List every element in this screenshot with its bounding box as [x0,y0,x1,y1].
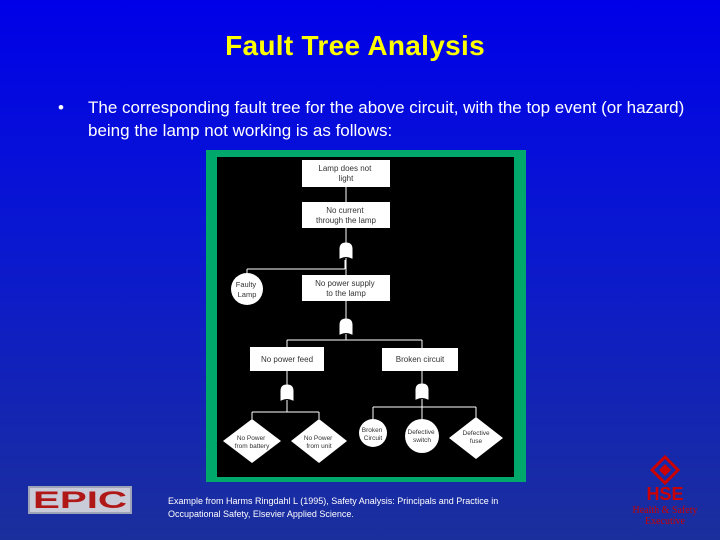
no-current-box [302,202,390,228]
bullet-marker: • [58,98,64,117]
no-power-unit-label: No Power from unit [304,435,334,450]
top-event-box [302,160,390,187]
basic-event-circles [231,273,439,453]
or-gate-4 [415,383,429,400]
faulty-lamp-label: Faulty Lamp [236,280,259,299]
epic-logo: EPIC [28,486,132,514]
fault-tree-diagram: Lamp does not light No current through t… [223,160,503,463]
no-power-feed-label: No power feed [261,355,313,364]
broken-circuit-circle [359,419,387,447]
or-gate-1 [339,242,353,259]
no-power-unit-diamond [291,419,347,463]
defective-fuse-diamond [449,417,503,459]
broken-circuit-event-box [382,348,458,371]
slide-title: Fault Tree Analysis [225,30,485,61]
broken-circuit-basic-label: Broken Circuit [362,427,384,442]
defective-fuse-label: Defective fuse [463,430,492,445]
event-boxes [250,160,458,371]
no-power-battery-label: No Power from battery [235,435,270,450]
or-gate-2 [339,318,353,335]
source-caption: Example from Harms Ringdahl L (1995), Sa… [168,495,588,521]
hse-logo-text: HSE [646,484,684,504]
tree-connectors [246,187,477,419]
undeveloped-event-diamonds [223,417,503,463]
hse-logo-subtitle: Health & Safety Executive [632,505,698,527]
defective-switch-label: Defective switch [408,429,437,444]
or-gate-3 [280,384,294,401]
bullet-text: The corresponding fault tree for the abo… [88,98,685,140]
top-event-label: Lamp does not light [318,164,373,183]
epic-logo-text: EPIC [33,487,127,514]
caption-line-2: Occupational Safety, Elsevier Applied Sc… [168,509,354,519]
no-power-supply-box [302,275,390,301]
or-gates [280,242,429,401]
hse-emblem-icon [649,455,681,485]
defective-switch-circle [405,419,439,453]
no-power-supply-label: No power supply to the lamp [315,279,377,298]
no-current-label: No current through the lamp [316,206,377,225]
broken-circuit-event-label: Broken circuit [396,355,445,364]
no-power-battery-diamond [223,419,281,463]
faulty-lamp-circle [231,273,263,305]
caption-line-1: Example from Harms Ringdahl L (1995), Sa… [168,496,499,506]
hse-logo: HSE Health & Safety Executive [620,455,710,535]
no-power-feed-box [250,347,324,371]
